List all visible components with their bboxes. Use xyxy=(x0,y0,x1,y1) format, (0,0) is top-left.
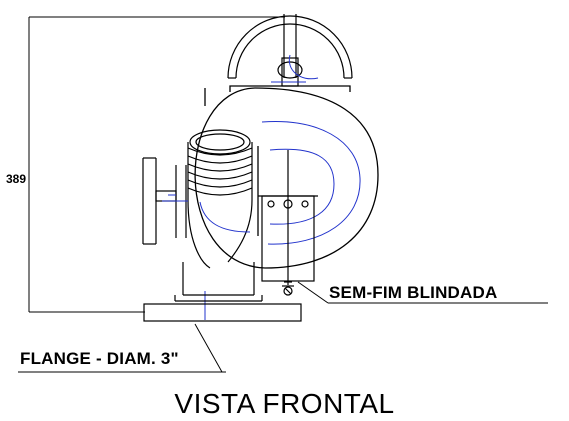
worm-gear-cover xyxy=(258,150,318,296)
worm-gear-callout: SEM-FIM BLINDADA xyxy=(329,283,498,302)
pipe-coil xyxy=(187,129,253,269)
outlet-pipe-base xyxy=(143,262,302,322)
dimension-lines xyxy=(28,16,285,313)
view-title: VISTA FRONTAL xyxy=(174,388,395,419)
handwheel xyxy=(227,14,353,87)
dimension-value: 389 xyxy=(6,172,27,186)
leader-lines xyxy=(18,281,548,373)
gear-housing xyxy=(194,85,379,269)
flange-callout: FLANGE - DIAM. 3" xyxy=(20,349,179,368)
centerlines xyxy=(162,54,361,320)
